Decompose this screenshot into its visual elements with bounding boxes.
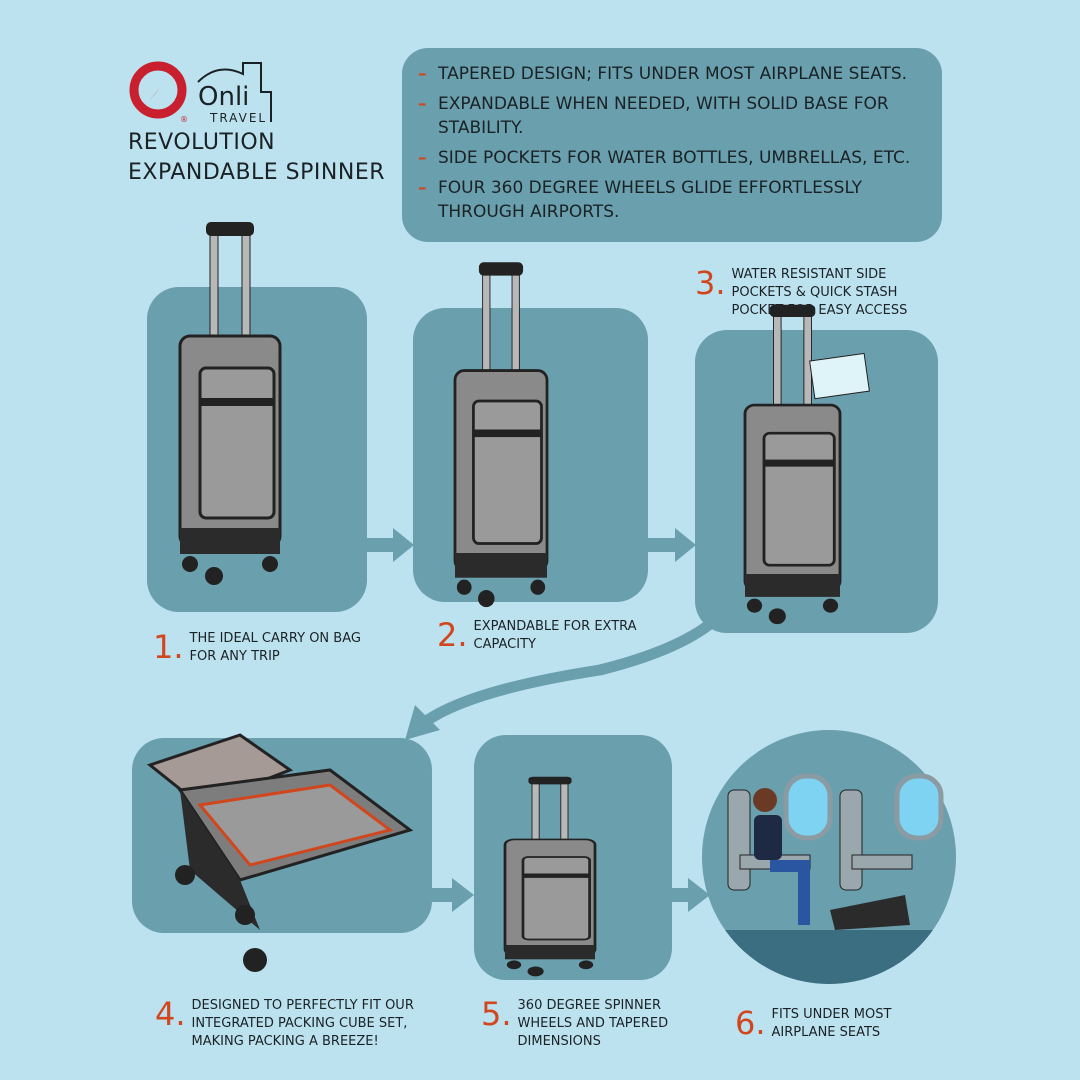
feature-item: –Tapered design; fits under most airplan…: [418, 64, 908, 84]
features-box: –Tapered design; fits under most airplan…: [402, 48, 942, 242]
arrow-2-to-3: [648, 528, 696, 562]
brand-logo: Onli TRAVEL ®: [129, 61, 272, 125]
brand-sub: TRAVEL: [209, 111, 267, 125]
feature-item: –Side pockets for water bottles, umbrell…: [418, 148, 911, 168]
arrow-4-to-5: [432, 878, 474, 912]
arrow-5-to-6: [672, 878, 710, 912]
step-1-caption: 1.The ideal carry on bag for any trip: [153, 628, 361, 666]
step-6-caption: 6.Fits under most airplane seats: [735, 1004, 892, 1042]
airplane-scene: [727, 773, 944, 930]
registered-mark: ®: [180, 115, 188, 124]
title-line-1: REVOLUTION: [128, 130, 276, 155]
step-3-caption: 3.Water resistant side pockets & quick s…: [695, 264, 908, 318]
arrow-3-to-4: [421, 615, 719, 727]
title-line-2: EXPANDABLE SPINNER: [128, 160, 386, 185]
step-2-caption: 2.Expandable for extra capacity: [437, 616, 637, 654]
step-4-caption: 4.Designed to perfectly fit our integrat…: [155, 995, 414, 1049]
suitcase-5: [503, 775, 597, 978]
suitcase-4-open: [146, 733, 414, 972]
suitcase-1: [178, 220, 282, 587]
feature-item: –Expandable when needed, with solid base…: [418, 94, 889, 138]
step-5-caption: 5.360 degree spinner wheels and tapered …: [481, 995, 669, 1049]
arrow-1-to-2: [367, 528, 414, 562]
feature-item: –Four 360 degree wheels glide effortless…: [418, 178, 863, 222]
suitcase-3: [743, 303, 842, 626]
suitcase-2: [453, 260, 549, 609]
brand-name: Onli: [198, 82, 249, 112]
